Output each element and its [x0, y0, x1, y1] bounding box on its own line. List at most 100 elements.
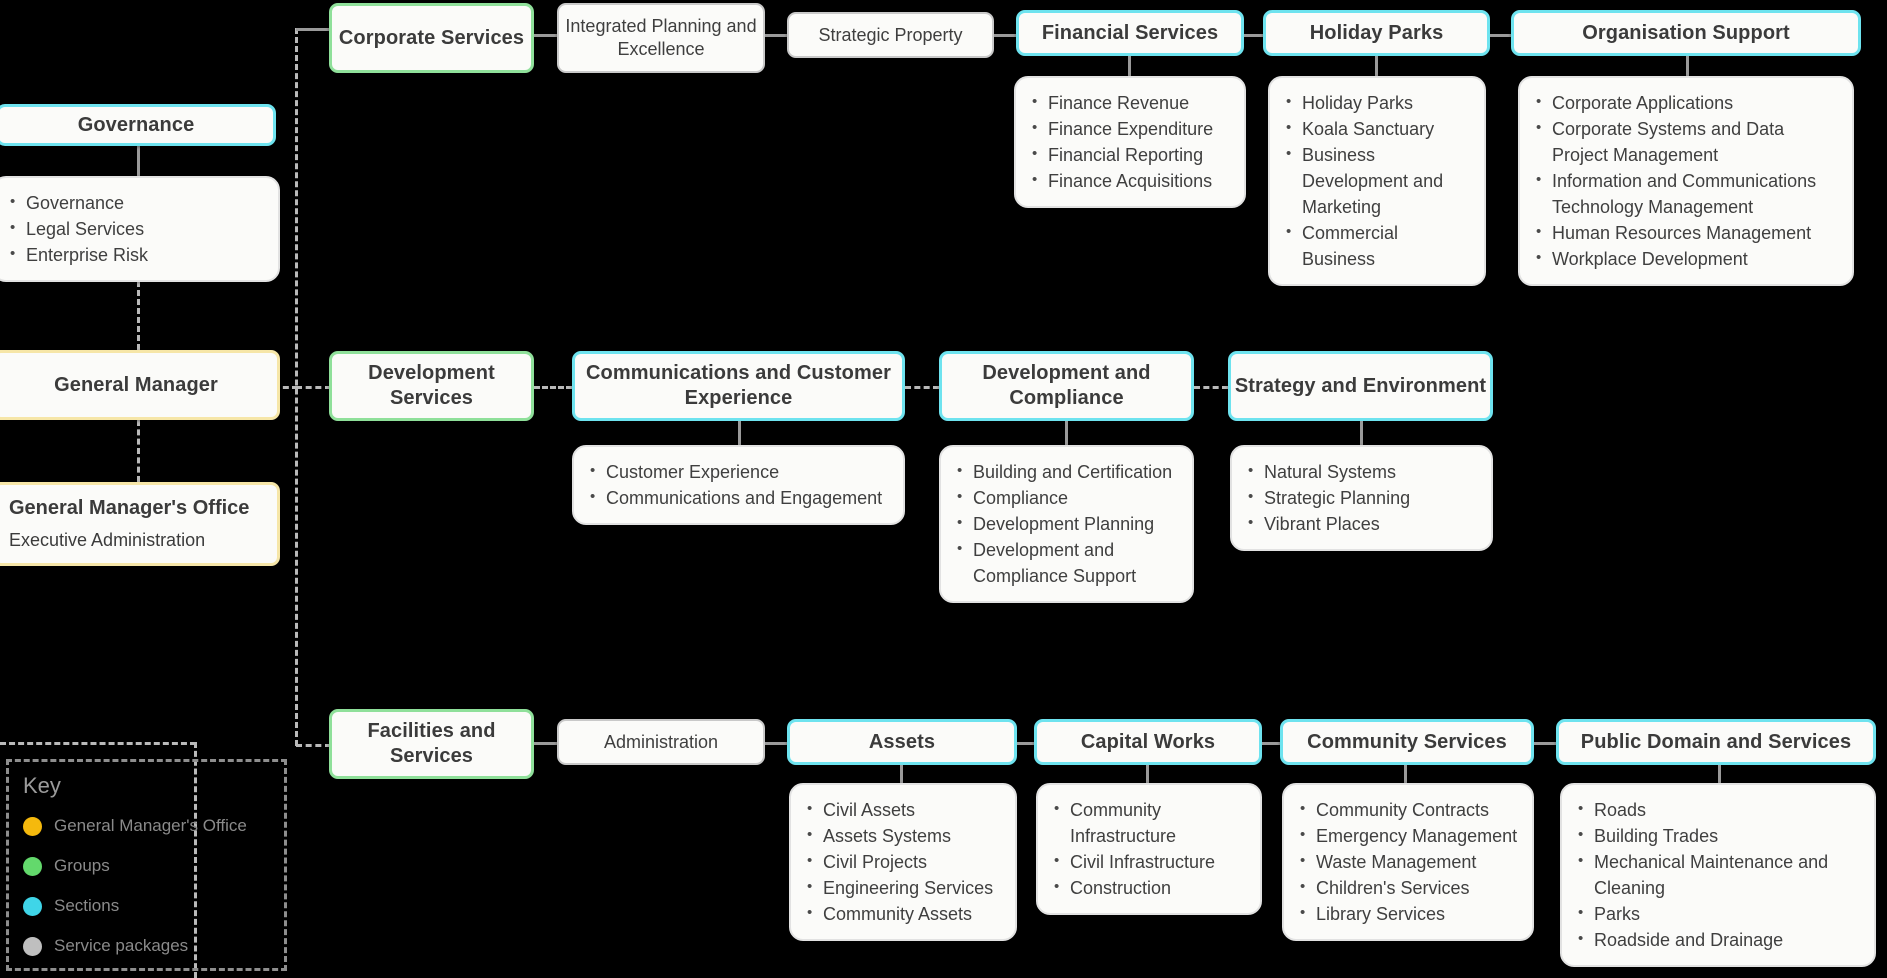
services-list: Community Contracts Emergency Management… — [1294, 796, 1518, 927]
services-list: Corporate Applications Corporate Systems… — [1530, 89, 1838, 272]
strategy-environment-tick — [1360, 421, 1363, 445]
key-label: Groups — [54, 856, 110, 875]
node-communications-and-customer-experience[interactable]: Communications and Customer Experience — [572, 351, 905, 421]
node-integrated-planning-and-excellence[interactable]: Integrated Planning and Excellence — [557, 3, 765, 73]
general-manager-box[interactable]: General Manager — [0, 350, 280, 420]
list-item: Building and Certification — [957, 458, 1178, 485]
list-item: Assets Systems — [807, 822, 1001, 849]
capital-works-tick — [1146, 765, 1149, 783]
list-item: Commercial Business — [1286, 219, 1470, 272]
list-item: Community Contracts — [1300, 796, 1518, 823]
list-item: Waste Management — [1300, 848, 1518, 875]
list-item: Civil Assets — [807, 796, 1001, 823]
node-development-and-compliance[interactable]: Development and Compliance — [939, 351, 1194, 421]
list-item: Civil Projects — [807, 848, 1001, 875]
list-item: Finance Expenditure — [1032, 115, 1230, 142]
trunk-to-corporate-services — [296, 28, 331, 31]
key-item-service-packages: Service packages — [23, 926, 270, 966]
node-strategy-and-environment[interactable]: Strategy and Environment — [1228, 351, 1493, 421]
node-capital-works[interactable]: Capital Works — [1034, 719, 1262, 765]
services-community-services: Community Contracts Emergency Management… — [1282, 783, 1534, 941]
node-title: Holiday Parks — [1309, 21, 1444, 44]
group-development-services[interactable]: Development Services — [329, 351, 534, 421]
services-capital-works: Community Infrastructure Civil Infrastru… — [1036, 783, 1262, 915]
list-item: Development Planning — [957, 510, 1178, 537]
key-item-groups: Groups — [23, 846, 270, 886]
node-title: Strategy and Environment — [1234, 374, 1487, 397]
list-item: Natural Systems — [1248, 458, 1477, 485]
key-title: Key — [23, 773, 61, 798]
list-item: Library Services — [1300, 900, 1518, 927]
node-title: Communications and Customer Experience — [586, 362, 891, 409]
node-title: Public Domain and Services — [1580, 730, 1852, 753]
node-public-domain-and-services[interactable]: Public Domain and Services — [1556, 719, 1876, 765]
node-title: Capital Works — [1080, 730, 1216, 753]
key-swatch-groups — [23, 856, 42, 876]
node-title: Strategic Property — [818, 24, 963, 45]
list-item: Customer Experience — [590, 458, 889, 485]
services-public-domain-and-services: Roads Building Trades Mechanical Mainten… — [1560, 783, 1876, 967]
key-swatch-packages — [23, 936, 42, 956]
node-financial-services[interactable]: Financial Services — [1016, 10, 1244, 56]
services-list: Civil Assets Assets Systems Civil Projec… — [801, 796, 1001, 927]
row3-connector-1 — [534, 742, 557, 745]
list-item: Building Trades — [1578, 822, 1860, 849]
key-swatch-gmo — [23, 816, 42, 836]
node-strategic-property[interactable]: Strategic Property — [787, 12, 994, 58]
node-assets[interactable]: Assets — [787, 719, 1017, 765]
general-managers-office-box[interactable]: General Manager's Office Executive Admin… — [0, 482, 280, 566]
node-title: Financial Services — [1041, 21, 1219, 44]
holiday-parks-tick — [1375, 56, 1378, 76]
list-item: Mechanical Maintenance and Cleaning — [1578, 848, 1860, 901]
trunk-to-facilities-services — [296, 744, 331, 747]
list-item: Financial Reporting — [1032, 141, 1230, 168]
node-administration[interactable]: Administration — [557, 719, 765, 765]
row3-connector-3 — [1017, 742, 1034, 745]
key-item-general-managers-office: General Manager's Office — [23, 806, 270, 846]
communications-tick — [738, 421, 741, 445]
services-assets: Civil Assets Assets Systems Civil Projec… — [789, 783, 1017, 941]
row1-connector-2 — [765, 34, 787, 37]
row3-connector-5 — [1534, 742, 1556, 745]
list-item: Koala Sanctuary — [1286, 115, 1470, 142]
node-holiday-parks[interactable]: Holiday Parks — [1263, 10, 1490, 56]
governance-services-list: Governance Legal Services Enterprise Ris… — [4, 189, 264, 268]
governance-title: Governance — [77, 113, 195, 136]
list-item: Communications and Engagement — [590, 484, 889, 511]
group-corporate-services[interactable]: Corporate Services — [329, 3, 534, 73]
key-label: Service packages — [54, 936, 189, 955]
services-organisation-support: Corporate Applications Corporate Systems… — [1518, 76, 1854, 286]
key-elbow-horizontal — [0, 742, 196, 745]
general-manager-to-office-line — [137, 420, 140, 482]
list-item: Children's Services — [1300, 874, 1518, 901]
services-financial-services: Finance Revenue Finance Expenditure Fina… — [1014, 76, 1246, 208]
list-item: Roads — [1578, 796, 1860, 823]
services-list: Holiday Parks Koala Sanctuary Business D… — [1280, 89, 1470, 272]
list-item: Community Infrastructure — [1054, 796, 1246, 849]
governance-to-services-line — [137, 139, 140, 176]
key-swatch-sections — [23, 896, 42, 916]
row1-connector-3 — [994, 34, 1016, 37]
node-organisation-support[interactable]: Organisation Support — [1511, 10, 1861, 56]
list-item: Information and Communications Technolog… — [1536, 167, 1838, 220]
services-list: Building and Certification Compliance De… — [951, 458, 1178, 589]
organisation-support-tick — [1686, 56, 1689, 76]
group-title: Facilities and Services — [367, 720, 496, 767]
governance-box[interactable]: Governance — [0, 104, 276, 146]
list-item: Governance — [10, 189, 264, 216]
assets-tick — [900, 765, 903, 783]
list-item: Development and Compliance Support — [957, 536, 1178, 589]
services-development-and-compliance: Building and Certification Compliance De… — [939, 445, 1194, 603]
node-title: Administration — [603, 731, 719, 752]
list-item: Community Assets — [807, 900, 1001, 927]
list-item: Emergency Management — [1300, 822, 1518, 849]
public-domain-tick — [1718, 765, 1721, 783]
list-item: Engineering Services — [807, 874, 1001, 901]
node-community-services[interactable]: Community Services — [1280, 719, 1534, 765]
row1-connector-4 — [1244, 34, 1264, 37]
services-list: Finance Revenue Finance Expenditure Fina… — [1026, 89, 1230, 194]
general-manager-title: General Manager — [54, 373, 218, 396]
list-item: Parks — [1578, 900, 1860, 927]
group-facilities-and-services[interactable]: Facilities and Services — [329, 709, 534, 779]
node-title: Organisation Support — [1582, 21, 1790, 44]
